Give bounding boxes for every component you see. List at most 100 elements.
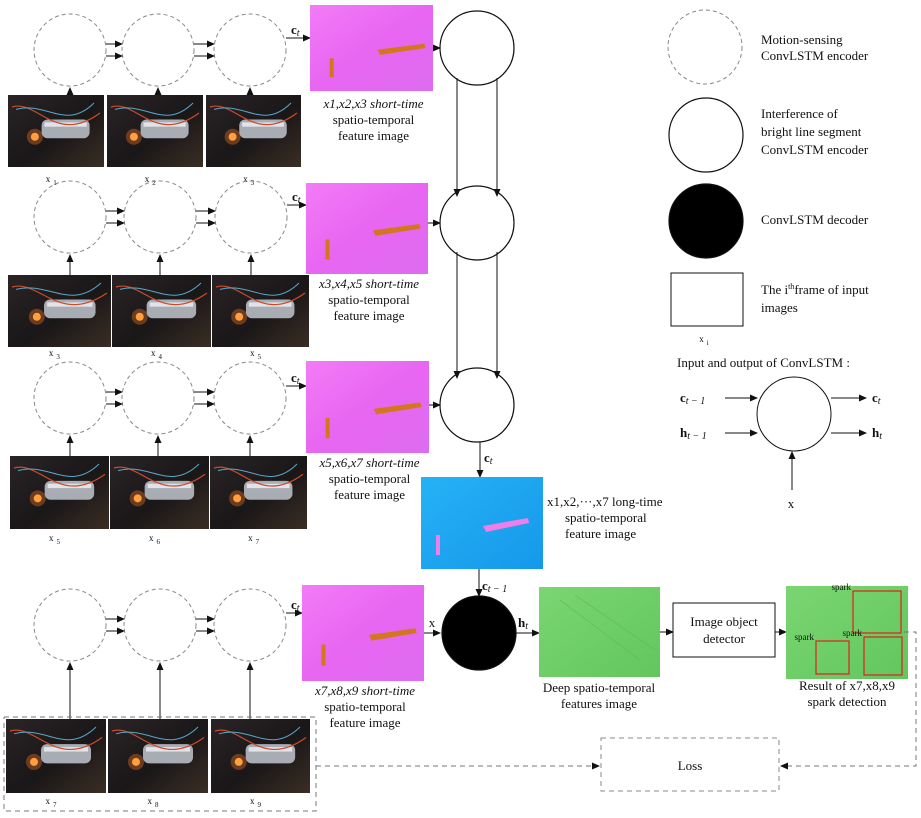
frame-spark-glow <box>224 128 241 145</box>
interference-encoder-circle <box>439 10 515 86</box>
frame-spark-glow <box>29 490 46 507</box>
input-frame-photo <box>212 275 309 347</box>
feature-caption: feature image <box>329 715 400 730</box>
result-caption: Result of x7,x8,x9 <box>799 678 895 693</box>
frame-spark <box>235 312 244 321</box>
frame-wire <box>113 466 206 487</box>
frame-wire <box>17 463 100 477</box>
state-label-ct: ct <box>292 189 301 206</box>
last-row-input-box <box>3 716 317 812</box>
frame-wire <box>213 102 292 116</box>
frame-wire <box>11 105 101 126</box>
spark-detection-box <box>852 590 902 634</box>
frame-wire <box>213 466 304 487</box>
legend-motion-text: ConvLSTM encoder <box>761 48 869 63</box>
frame-spark <box>129 132 138 141</box>
legend-interference-text: ConvLSTM encoder <box>761 142 869 157</box>
feature-caption: spatio-temporal <box>329 471 411 486</box>
deep-feature-image <box>539 587 660 677</box>
frame-wire <box>114 102 194 116</box>
legend-frame-text: The ithframe of input <box>761 282 869 297</box>
legend-decoder-text: ConvLSTM decoder <box>761 212 869 227</box>
frame-spark-glow <box>125 128 142 145</box>
feature-caption: feature image <box>338 128 409 143</box>
legend-interference-circle <box>668 97 744 173</box>
feature-caption: spatio-temporal <box>333 112 415 127</box>
spark-box-label: spark <box>843 628 863 638</box>
feature-caption: feature image <box>333 308 404 323</box>
input-frame-photo <box>112 275 211 347</box>
orange-streak <box>321 644 326 666</box>
frame-wire <box>117 463 200 477</box>
legend-motion-circle <box>667 9 743 85</box>
feature-caption-title: x7,x8,x9 short-time <box>314 683 415 698</box>
frame-spark <box>30 757 38 766</box>
frame-wire <box>9 729 103 751</box>
orange-streak <box>377 43 426 55</box>
io-input-ht-1: ht − 1 <box>680 425 707 442</box>
frame-spark <box>133 494 142 503</box>
io-input-ct-1: ct − 1 <box>680 390 705 407</box>
interference-encoder-circle <box>439 367 515 443</box>
legend-decoder-circle <box>668 183 744 259</box>
frame-wire <box>15 102 95 116</box>
state-label-ct: ct <box>291 370 300 387</box>
loss-label: Loss <box>678 758 703 773</box>
feature-caption-title: x5,x6,x7 short-time <box>318 455 419 470</box>
decoder-circle <box>441 595 517 671</box>
frame-spark-glow <box>229 490 246 507</box>
legend-interference-text: bright line segment <box>761 124 862 139</box>
frame-spark-glow <box>28 308 45 325</box>
io-output-ct: ct <box>872 390 881 407</box>
pink-streak <box>436 535 440 555</box>
frame-spark <box>234 757 243 766</box>
feature-caption: spatio-temporal <box>328 292 410 307</box>
feature-caption: feature image <box>334 487 405 502</box>
motion-encoder-circle <box>213 588 287 662</box>
frame-spark <box>233 494 242 503</box>
frame-wire <box>115 726 199 741</box>
spark-box-label: spark <box>795 632 815 642</box>
orange-streak <box>373 223 421 236</box>
orange-streak <box>329 58 334 78</box>
frame-wire <box>214 729 307 751</box>
input-frame-photo <box>210 456 307 529</box>
legend-frame-text: images <box>761 300 798 315</box>
orange-streak <box>325 418 330 439</box>
detector-label: detector <box>703 631 746 646</box>
texture-line <box>559 594 656 661</box>
legend-io-circle <box>756 376 832 452</box>
feature-caption-title: x1,x2,x3 short-time <box>322 96 423 111</box>
frame-spark-glow <box>26 753 42 770</box>
legend-motion-text: Motion-sensing <box>761 32 843 47</box>
legend-interference-text: Interference of <box>761 106 839 121</box>
input-frame-photo <box>8 275 111 347</box>
input-frame-photo <box>10 456 109 529</box>
input-frame-photo <box>206 95 301 167</box>
motion-encoder-circle <box>121 361 195 435</box>
motion-encoder-circle <box>33 13 107 87</box>
frame-wire <box>119 282 202 296</box>
frame-wire <box>218 726 301 741</box>
frame-wire <box>15 282 102 296</box>
short-time-feature-image <box>310 5 433 91</box>
frame-spark-glow <box>26 128 43 145</box>
spark-box-label: spark <box>832 582 852 592</box>
frame-wire <box>111 729 205 751</box>
motion-encoder-circle <box>214 180 288 254</box>
motion-encoder-circle <box>213 361 287 435</box>
